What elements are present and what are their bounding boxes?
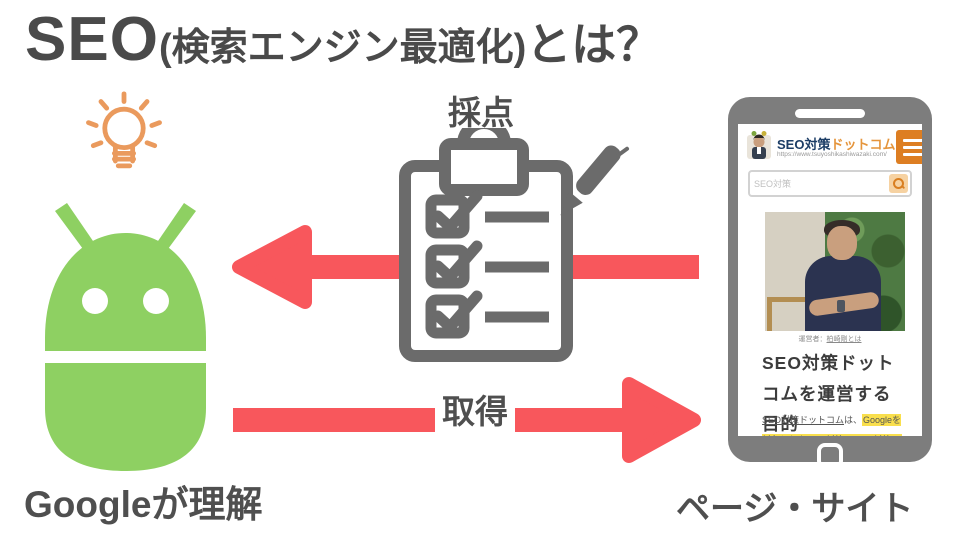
photo-caption: 運営者：柏崎剛とは <box>738 334 922 344</box>
site-header: SEO対策ドットコム https://www.tsuyoshikashiwaza… <box>746 129 922 167</box>
menu-bar <box>903 145 922 149</box>
page-site-caption: ページ・サイト <box>676 490 914 528</box>
lightbulb-icon <box>86 91 162 169</box>
owner-photo <box>765 212 905 331</box>
article-body: SEO対策ドットコムは、Googleを対象としたSEO対策・MEO対策・ <box>762 411 908 436</box>
google-caption: Googleが理解 <box>24 484 263 525</box>
menu-bar <box>903 152 922 156</box>
site-logo <box>747 131 771 159</box>
search-icon[interactable] <box>889 174 908 193</box>
page-title: SEO(検索エンジン最適化)とは？ <box>25 4 661 75</box>
phone-screen: SEO対策ドットコム https://www.tsuyoshikashiwaza… <box>738 124 922 436</box>
title-suffix: とは？ <box>526 19 662 70</box>
home-button[interactable] <box>817 443 843 469</box>
phone-speaker <box>795 109 865 118</box>
body-plain-text: は、 <box>844 415 863 425</box>
scoring-label: 採点 <box>448 94 514 131</box>
photo-head <box>827 226 857 260</box>
article-heading: SEO対策ドットコムを運営する目的 <box>762 353 895 435</box>
search-input[interactable] <box>754 174 884 193</box>
title-paren: (検索エンジン最適化) <box>158 27 527 69</box>
site-name-main: SEO対策 <box>777 137 831 152</box>
body-site-link[interactable]: SEO対策ドットコム <box>762 415 845 425</box>
photo-watch <box>837 300 845 312</box>
pen-icon <box>560 145 630 216</box>
search-bar <box>748 170 912 197</box>
owner-profile-link[interactable]: 柏崎剛とは <box>826 336 862 343</box>
site-name[interactable]: SEO対策ドットコム <box>777 134 895 153</box>
photo-chair <box>767 297 825 331</box>
smartphone-mockup: SEO対策ドットコム https://www.tsuyoshikashiwaza… <box>728 97 932 469</box>
menu-bar <box>903 138 922 142</box>
hamburger-menu-button[interactable] <box>896 130 922 164</box>
title-seo: SEO <box>25 5 159 74</box>
acquire-label: 取得 <box>435 385 515 433</box>
site-name-accent: ドットコム <box>830 137 896 152</box>
site-url: https://www.tsuyoshikashiwazaki.com/ <box>777 151 887 158</box>
arrow-right-icon <box>233 377 701 463</box>
clipboard-checklist-icon <box>399 128 630 362</box>
photo-caption-prefix: 運営者： <box>798 336 827 343</box>
android-robot-icon <box>45 203 206 471</box>
